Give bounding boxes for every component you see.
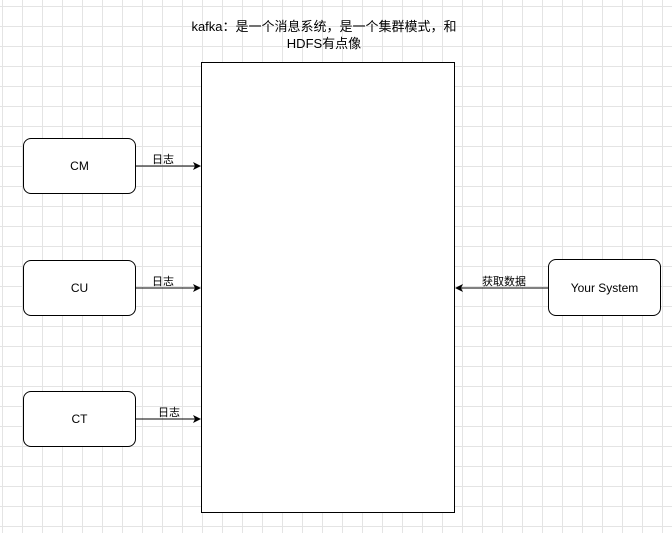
node-your-system[interactable]: Your System — [548, 259, 661, 316]
arrowhead-icon — [193, 284, 201, 292]
arrowhead-icon — [193, 415, 201, 423]
node-your-system-label: Your System — [570, 280, 639, 295]
edge-cu-label: 日志 — [152, 276, 174, 288]
node-ct[interactable]: CT — [23, 391, 136, 447]
arrowhead-icon — [455, 284, 463, 292]
node-cm-label: CM — [70, 159, 89, 173]
edge-cm-label: 日志 — [152, 154, 174, 166]
edge-cm-to-kafka[interactable] — [136, 162, 201, 170]
node-cu-label: CU — [70, 281, 89, 295]
edge-your-system-to-kafka[interactable] — [455, 284, 548, 292]
arrowhead-icon — [193, 162, 201, 170]
edge-your-system-label: 获取数据 — [482, 276, 526, 288]
edge-cu-to-kafka[interactable] — [136, 284, 201, 292]
node-cu[interactable]: CU — [23, 260, 136, 316]
kafka-title: kafka：是一个消息系统，是一个集群模式，和HDFS有点像 — [191, 19, 457, 51]
edge-ct-label: 日志 — [158, 407, 180, 419]
node-ct-label: CT — [71, 412, 88, 426]
edge-ct-to-kafka[interactable] — [136, 415, 201, 423]
node-cm[interactable]: CM — [23, 138, 136, 194]
kafka-cluster-box[interactable] — [201, 62, 455, 513]
